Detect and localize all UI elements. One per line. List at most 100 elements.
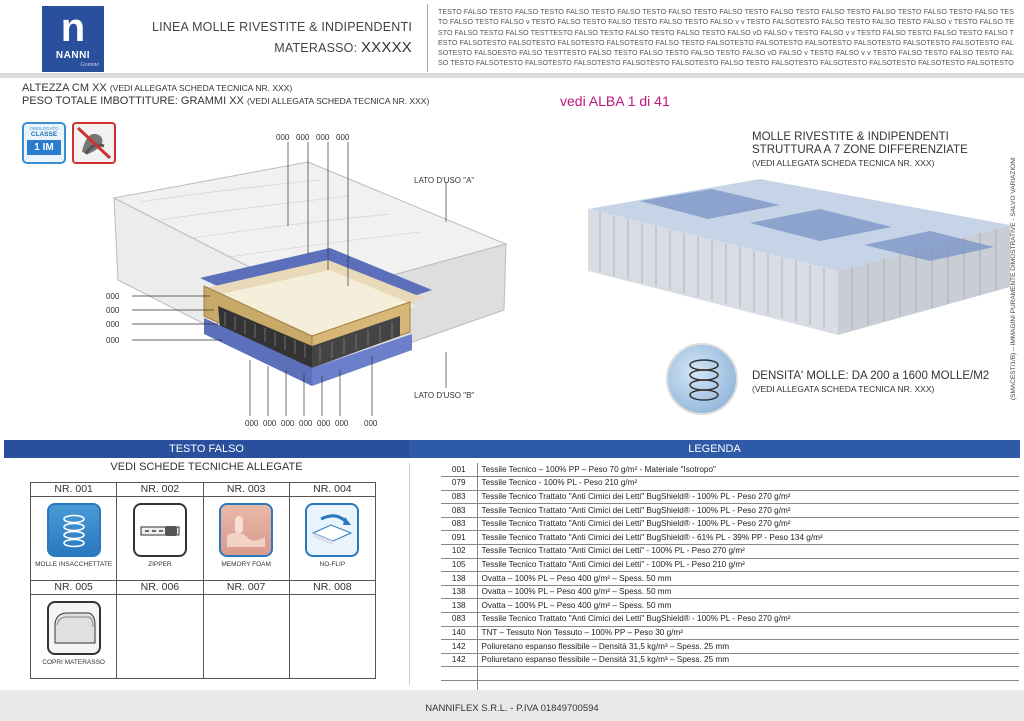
lato-a-label: LATO D'USO "A" [414, 176, 475, 185]
feature-cell-3: MEMORY FOAM [202, 496, 290, 581]
legend-text: Ovatta – 100% PL – Peso 400 g/m² – Spess… [477, 571, 1019, 586]
legend-code [441, 666, 478, 681]
vedi-alba-link: vedi ALBA 1 di 41 [560, 93, 670, 109]
left-label-4: 000 [106, 336, 120, 345]
zipper-icon [132, 503, 187, 557]
section-divider [409, 463, 410, 685]
height-info: ALTEZZA CM XX [22, 82, 107, 94]
legend-text: Tessile Tecnico Trattato "Anti Cimici de… [477, 530, 1019, 546]
feature-caption-3: MEMORY FOAM [221, 561, 271, 568]
features-bar: TESTO FALSO [4, 440, 409, 458]
springs-note: (VEDI ALLEGATA SCHEDA TECNICA NR. XXX) [752, 158, 935, 168]
bottom-label-5: 000 [317, 419, 331, 428]
logo-n-icon: n [60, 6, 86, 50]
legend-text: Tessile Tecnico Trattato "Anti Cimici de… [477, 490, 1019, 505]
header-filler-text: TESTO FALSO TESTO FALSO TESTO FALSO TEST… [438, 8, 1014, 68]
feature-header-2: NR. 002 [116, 482, 204, 497]
bottom-label-1: 000 [245, 419, 259, 428]
weight-info: PESO TOTALE IMBOTTITURE: GRAMMI XX [22, 95, 244, 107]
pocket-springs-illustration [588, 179, 1010, 335]
legend-code: 083 [441, 503, 478, 518]
feature-header-1: NR. 001 [29, 482, 118, 497]
badge-value: 1 IM [27, 140, 61, 155]
feature-cell-2: ZIPPER [116, 496, 204, 581]
feature-cell-1: MOLLE INSACCHETTATE [29, 496, 118, 581]
feature-caption-2: ZIPPER [148, 561, 172, 568]
feature-cell-6 [116, 594, 204, 679]
mattress-cross-section [112, 142, 508, 416]
legend-code: 142 [441, 653, 478, 668]
header: n NANNI Gomme LINEA MOLLE RIVESTITE & IN… [0, 0, 1024, 78]
nanni-logo: n NANNI Gomme [42, 6, 104, 72]
feature-header-5: NR. 005 [29, 580, 118, 595]
legend-code: 083 [441, 490, 478, 505]
legend-code: 102 [441, 544, 478, 559]
memory-foam-icon [219, 503, 274, 557]
feature-header-6: NR. 006 [116, 580, 204, 595]
feature-caption-5: COPRI MATERASSO [42, 659, 105, 666]
no-flip-icon [305, 503, 360, 557]
footer-company: NANNIFLEX S.R.L. - P.IVA 01849700594 [425, 703, 599, 714]
legend-code: 091 [441, 530, 478, 546]
legend-text: Tessile Tecnico Trattato "Anti Cimici de… [477, 517, 1019, 532]
legend-text: Poliuretano espanso flessibile – Densità… [477, 639, 1019, 654]
springs-title-1: MOLLE RIVESTITE & INDIPENDENTI [752, 131, 949, 143]
badge-classe: CLASSE [30, 131, 58, 138]
legend-text: Ovatta – 100% PL – Peso 400 g/m² – Spess… [477, 598, 1019, 614]
bottom-label-4: 000 [299, 419, 313, 428]
footer-band [0, 690, 1024, 721]
badge-omologato: OMOLOGATO [29, 126, 59, 131]
bottom-label-2: 000 [263, 419, 277, 428]
top-label-4: 000 [336, 133, 350, 142]
legend-code: 105 [441, 558, 478, 573]
top-label-1: 000 [276, 133, 290, 142]
legend-code: 142 [441, 639, 478, 654]
legend-text: Tessile Tecnico Trattato "Anti Cimici de… [477, 612, 1019, 627]
header-title-code: XXXXX [360, 39, 412, 56]
mattress-cover-icon [46, 601, 101, 655]
feature-header-4: NR. 004 [288, 482, 377, 497]
no-metal-icon [72, 122, 116, 164]
feature-cell-8 [288, 594, 377, 679]
logo-brand: NANNI [55, 50, 91, 61]
height-note: (VEDI ALLEGATA SCHEDA TECNICA NR. XXX) [109, 83, 293, 93]
top-label-2: 000 [296, 133, 310, 142]
pocket-spring-icon [46, 503, 101, 557]
left-label-2: 000 [106, 306, 120, 315]
density-note: (VEDI ALLEGATA SCHEDA TECNICA NR. XXX) [752, 384, 935, 394]
classe-1im-badge: OMOLOGATO CLASSE 1 IM [22, 122, 66, 164]
legend-text: Tessile Tecnico - 100% PL - Peso 210 g/m… [477, 476, 1019, 491]
feature-caption-1: MOLLE INSACCHETTATE [35, 561, 113, 568]
feature-header-8: NR. 008 [288, 580, 377, 595]
bottom-label-6: 000 [335, 419, 349, 428]
legend-text: Tessile Tecnico – 100% PP – Peso 70 g/m²… [477, 463, 1019, 478]
bottom-label-3: 000 [281, 419, 295, 428]
header-divider [427, 4, 428, 72]
legend-code: 083 [441, 517, 478, 532]
legend-code: 138 [441, 571, 478, 586]
header-title: LINEA MOLLE RIVESTITE & INDIPENDENTI MAT… [120, 20, 412, 56]
feature-cell-7 [202, 594, 290, 679]
lato-b-label: LATO D'USO "B" [414, 391, 475, 400]
legend-text: Tessile Tecnico Trattato "Anti Cimici de… [477, 503, 1019, 518]
legend-text: Tessile Tecnico Trattato "Anti Cimici de… [477, 558, 1019, 573]
top-label-3: 000 [316, 133, 330, 142]
legend-code: 079 [441, 476, 478, 491]
legend-text: Tessile Tecnico Trattato "Anti Cimici de… [477, 544, 1019, 559]
legend-text: TNT – Tessuto Non Tessuto – 100% PP – Pe… [477, 626, 1019, 641]
header-band [0, 73, 1024, 78]
features-grid: NR. 001 NR. 002 NR. 003 NR. 004 MOLLE IN… [29, 482, 377, 679]
